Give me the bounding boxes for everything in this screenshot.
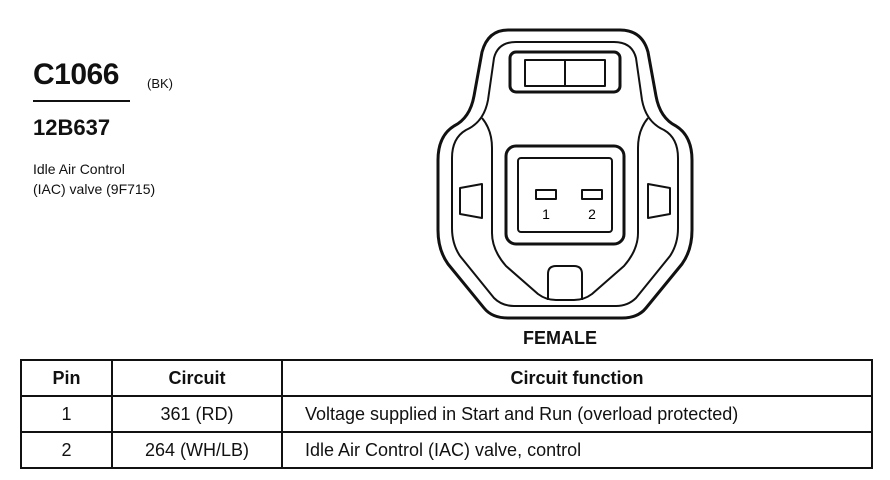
pin-label-2: 2 [588,206,596,222]
locking-latch [508,50,622,94]
pin-table-header-row: Pin Circuit Circuit function [20,359,873,397]
connector-face-drawing: 1 2 [436,28,694,320]
header-pin: Pin [20,359,113,397]
row-pin: 1 [20,395,113,433]
title-underline [33,100,130,102]
connector-outer-housing [436,28,694,320]
pin-table: Pin Circuit Circuit function 1 361 (RD) … [20,359,873,469]
row-circuit-function: Idle Air Control (IAC) valve, control [281,431,873,469]
row-pin: 2 [20,431,113,469]
header-circuit: Circuit [111,359,283,397]
pin-slot-1 [535,189,557,200]
table-row: 1 361 (RD) Voltage supplied in Start and… [20,395,873,433]
component-description-line1: Idle Air Control [33,161,125,177]
connector-id: C1066 [33,58,119,91]
row-circuit: 361 (RD) [111,395,283,433]
component-description-line2: (IAC) valve (9F715) [33,181,156,197]
polarizing-key [547,265,583,300]
right-side-rib [647,183,671,219]
pin-label-1: 1 [542,206,550,222]
row-circuit: 264 (WH/LB) [111,431,283,469]
pin-slot-2 [581,189,603,200]
mating-cavity-inner [517,157,613,233]
connector-gender-label: FEMALE [523,328,597,348]
header-circuit-function: Circuit function [281,359,873,397]
housing-contour [481,117,649,301]
table-row: 2 264 (WH/LB) Idle Air Control (IAC) val… [20,431,873,469]
mating-cavity-outer [504,144,626,246]
color-code: (BK) [147,76,173,91]
connector-inner-housing [451,41,679,307]
part-number: 12B637 [33,115,111,140]
left-side-rib [459,183,483,219]
row-circuit-function: Voltage supplied in Start and Run (overl… [281,395,873,433]
